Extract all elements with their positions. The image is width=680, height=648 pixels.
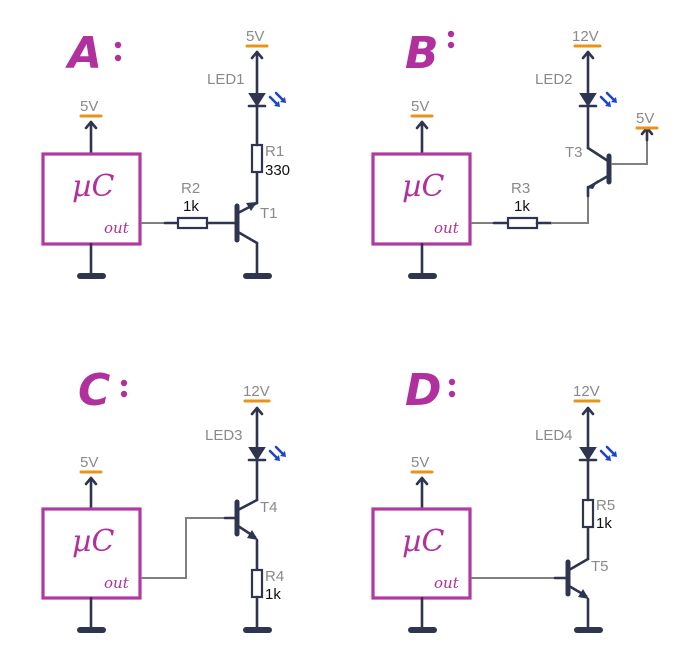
- resistor-r1-name: R1: [265, 143, 284, 160]
- microcontroller-box: [41, 152, 142, 246]
- colon-dot: [120, 390, 128, 398]
- supply-arrow-icon: [84, 120, 98, 130]
- resistor-r5-name: R5: [596, 497, 615, 514]
- uc-out-pin-label: out: [104, 219, 130, 237]
- panel-letter-d: D: [405, 365, 442, 416]
- colon-dot: [447, 30, 455, 38]
- led4-label: LED4: [535, 427, 573, 444]
- colon-dot: [114, 41, 122, 49]
- supply-arrow-icon: [250, 50, 264, 60]
- panel-letter-c: C: [78, 365, 110, 416]
- transistor-t3-label: T3: [565, 144, 583, 161]
- load-supply-label: 12V: [572, 28, 599, 45]
- microcontroller-box: [371, 507, 472, 600]
- resistor-r2-name: R2: [181, 180, 200, 197]
- led3-label: LED3: [205, 427, 243, 444]
- supply-arrow-icon: [581, 50, 595, 60]
- led4-icon: [578, 445, 619, 463]
- panel-a: A 5V µC out R2 1k T1: [41, 28, 290, 279]
- resistor-r3: [506, 216, 539, 230]
- load-supply-label: 5V: [246, 28, 264, 45]
- supply-arrow-icon: [84, 476, 98, 486]
- transistor-t3-icon: [586, 146, 612, 198]
- microcontroller-label: µC: [402, 524, 444, 559]
- signal-wire: [141, 517, 225, 579]
- colon-dot: [448, 390, 456, 398]
- base-supply-label: 5V: [636, 110, 654, 127]
- transistor-t1-icon: [234, 201, 259, 245]
- colon-dot: [448, 378, 456, 386]
- uc-out-pin-label: out: [434, 574, 460, 592]
- supply-arrow-icon: [415, 120, 429, 130]
- colon-dot: [447, 41, 455, 49]
- colon-dot: [114, 54, 122, 62]
- microcontroller-label: µC: [72, 169, 114, 204]
- uc-supply-label: 5V: [411, 454, 429, 471]
- resistor-r4-name: R4: [265, 568, 284, 585]
- transistor-t4-label: T4: [260, 499, 278, 516]
- supply-arrow-icon: [250, 406, 264, 416]
- led1-icon: [247, 91, 288, 109]
- resistor-r4: [250, 568, 264, 599]
- uc-out-pin-label: out: [434, 219, 460, 237]
- led1-label: LED1: [207, 71, 245, 88]
- resistor-r4-value: 1k: [265, 586, 281, 603]
- supply-arrow-icon: [581, 406, 595, 416]
- resistor-r1-value: 330: [265, 162, 290, 179]
- panel-letter-b: B: [405, 28, 439, 79]
- led2-icon: [578, 91, 619, 109]
- microcontroller-label: µC: [72, 524, 114, 559]
- panel-c: C 5V µC out T4 R4 1k: [41, 365, 288, 633]
- microcontroller-label: µC: [402, 169, 444, 204]
- led3-icon: [247, 445, 288, 463]
- uc-supply-label: 5V: [411, 98, 429, 115]
- resistor-r5-value: 1k: [596, 515, 612, 532]
- led2-label: LED2: [535, 71, 573, 88]
- load-supply-label: 12V: [243, 383, 270, 400]
- transistor-t5-label: T5: [591, 558, 609, 575]
- panel-b: B 5V µC out R3 1k T3 5V: [371, 28, 659, 279]
- uc-out-pin-label: out: [104, 574, 130, 592]
- supply-arrow-icon: [415, 476, 429, 486]
- resistor-r2-value: 1k: [183, 198, 199, 215]
- resistor-r3-value: 1k: [514, 198, 530, 215]
- transistor-t5-icon: [565, 557, 590, 599]
- resistor-r5: [581, 498, 595, 529]
- uc-supply-label: 5V: [80, 454, 98, 471]
- panel-d: D 5V µC out T5 R5 1k: [371, 365, 619, 633]
- uc-supply-label: 5V: [80, 98, 98, 115]
- transistor-t1-label: T1: [260, 205, 278, 222]
- resistor-r2: [176, 216, 209, 230]
- load-supply-label: 12V: [573, 383, 600, 400]
- emitter-wire: [551, 196, 589, 224]
- transistor-t4-icon: [234, 498, 259, 540]
- panel-letter-a: A: [65, 28, 102, 79]
- colon-dot: [120, 379, 128, 387]
- resistor-r3-name: R3: [511, 180, 530, 197]
- resistor-r1: [250, 143, 264, 174]
